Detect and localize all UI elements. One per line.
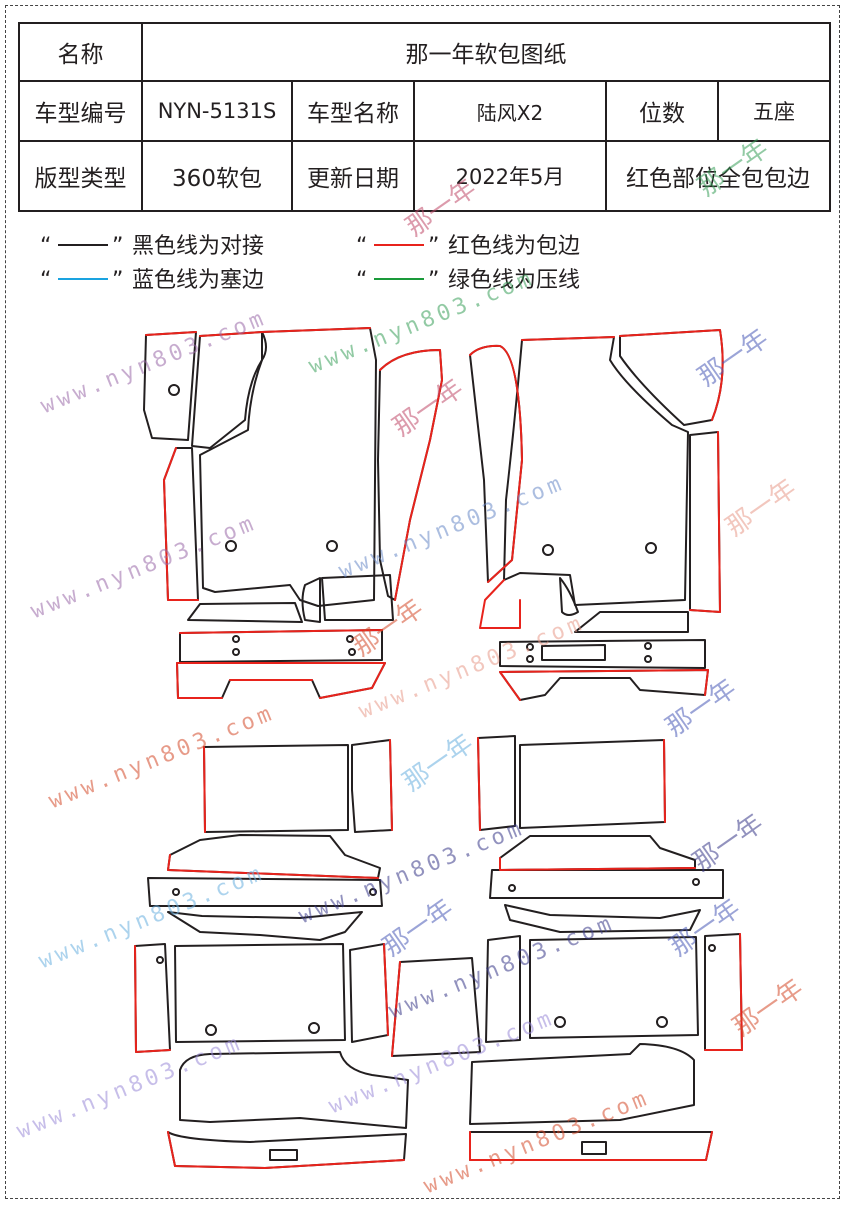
- quote-close: ”: [112, 268, 124, 293]
- rear-left-floor-piece: [134, 739, 409, 1169]
- seats-value: 五座: [716, 80, 832, 142]
- blue-line-sample: [58, 278, 108, 280]
- legend-item-blue: “ ” 蓝色线为塞边: [40, 262, 264, 294]
- legend-item-green: “ ” 绿色线为压线: [356, 262, 580, 294]
- red-binding-edges: [134, 327, 743, 1169]
- type-label: 版型类型: [18, 140, 143, 212]
- legend-text: 红色线为包边: [448, 234, 581, 259]
- name-value: 那一年软包图纸: [140, 22, 832, 82]
- seats-label: 位数: [605, 80, 719, 142]
- model-name-value: 陆风X2: [413, 80, 607, 142]
- quote-open: “: [40, 234, 52, 259]
- model-code-value: NYN-5131S: [141, 80, 293, 142]
- quote-close: ”: [428, 268, 440, 293]
- legend-item-black: “ ” 黑色线为对接: [40, 228, 264, 260]
- front-left-floor-piece: [143, 327, 443, 699]
- legend-item-red: “ ” 红色线为包边: [356, 228, 580, 260]
- spec-table: 名称 那一年软包图纸 车型编号 NYN-5131S 车型名称 陆风X2 位数 五…: [18, 22, 832, 212]
- red-line-sample: [374, 244, 424, 246]
- quote-close: ”: [112, 234, 124, 259]
- black-line-sample: [58, 244, 108, 246]
- date-label: 更新日期: [291, 140, 415, 212]
- model-name-label: 车型名称: [291, 80, 415, 142]
- page-border: [5, 5, 840, 1199]
- name-label: 名称: [18, 22, 143, 82]
- model-code-label: 车型编号: [18, 80, 143, 142]
- green-line-sample: [374, 278, 424, 280]
- quote-close: ”: [428, 234, 440, 259]
- legend-text: 绿色线为压线: [448, 268, 581, 293]
- legend-text: 黑色线为对接: [132, 234, 265, 259]
- type-value: 360软包: [141, 140, 293, 212]
- line-legend: “ ” 黑色线为对接 “ ” 红色线为包边 “ ” 蓝色线为塞边 “ ” 绿色线为压线: [40, 228, 640, 298]
- quote-open: “: [356, 268, 368, 293]
- note-value: 红色部位全包包边: [604, 140, 832, 212]
- quote-open: “: [356, 234, 368, 259]
- date-value: 2022年5月: [413, 140, 607, 212]
- legend-text: 蓝色线为塞边: [132, 268, 265, 293]
- quote-open: “: [40, 268, 52, 293]
